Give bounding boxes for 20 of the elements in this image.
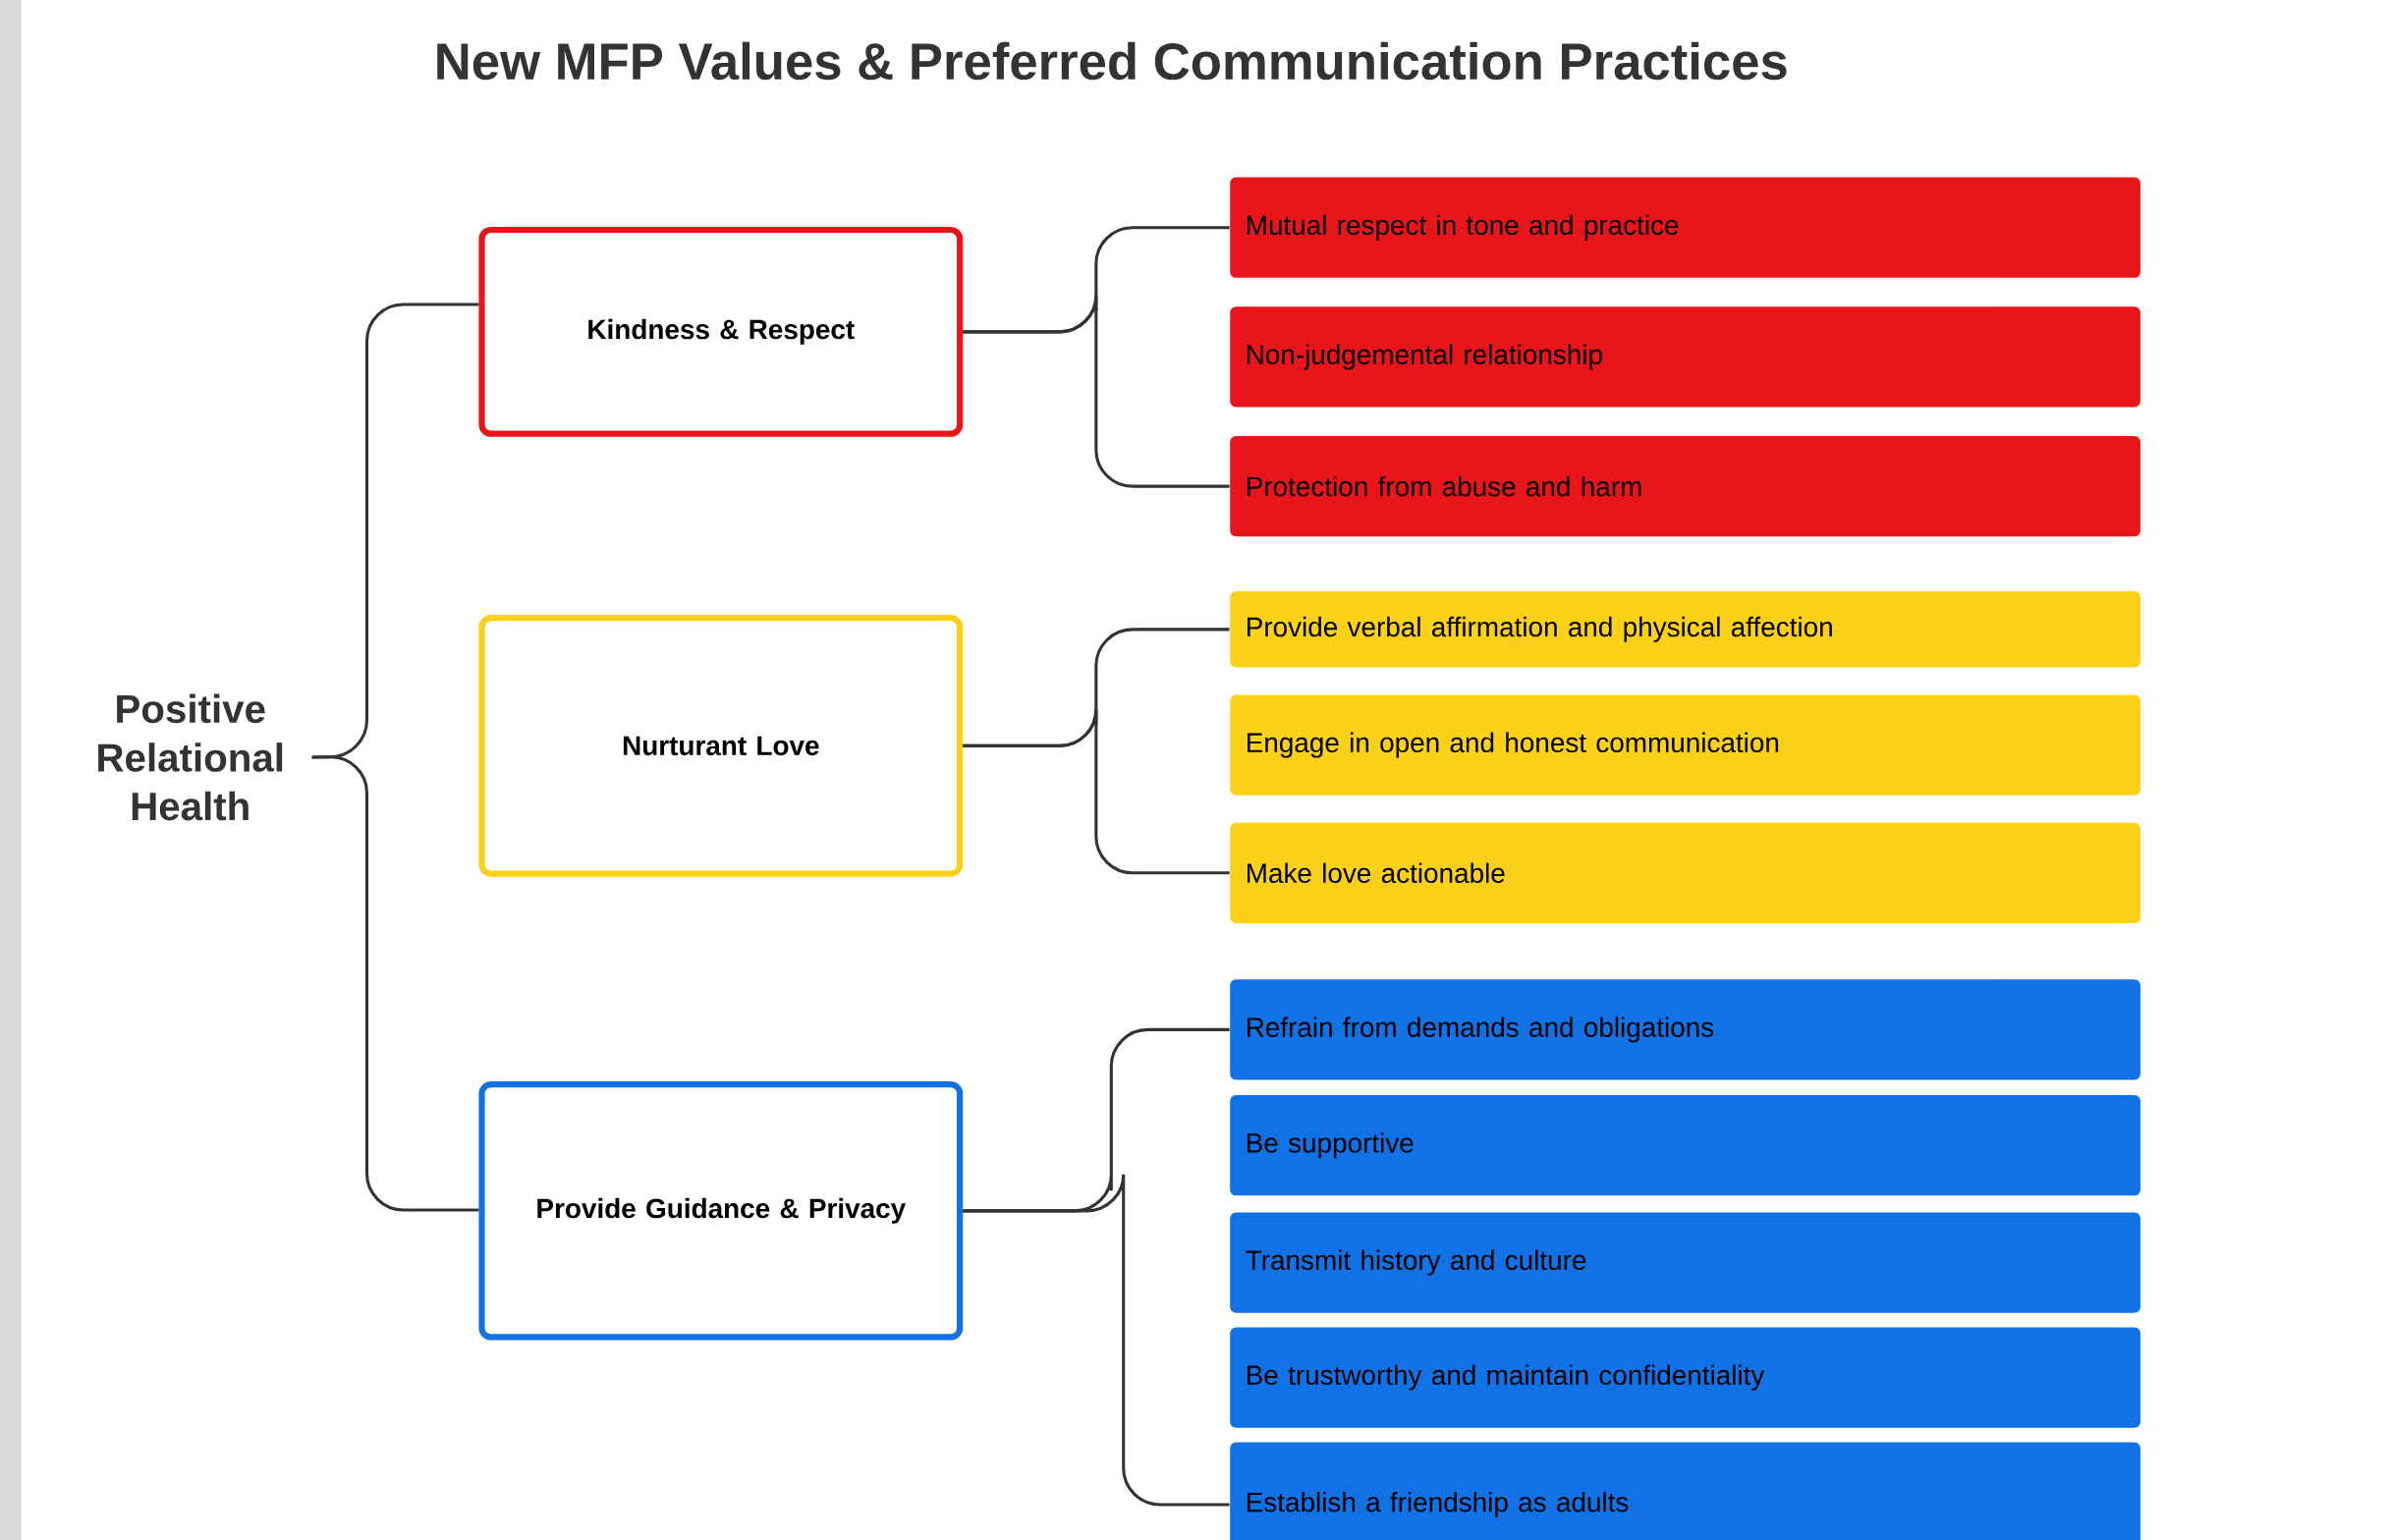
value-box: Nurturant Love: [478, 614, 964, 877]
practice-box: Engage in open and honest communication: [1230, 694, 2140, 796]
practice-box: Mutual respect in tone and practice: [1230, 177, 2140, 278]
connector: [311, 755, 479, 1212]
root-label: Positive Relational Health: [98, 693, 283, 821]
practice-box: Establish a friendship as adults: [1230, 1442, 2140, 1540]
value-box: Provide Guidance & Privacy: [478, 1080, 964, 1341]
practice-box: Refrain from demands and obligations: [1230, 979, 2140, 1080]
practice-box: Transmit history and culture: [1230, 1212, 2140, 1313]
connector: [963, 707, 1230, 875]
practice-box: Non-judgemental relationship: [1230, 306, 2140, 408]
practice-box: Be supportive: [1230, 1094, 2140, 1196]
connector: [963, 293, 1230, 488]
practice-box: Be trustworthy and maintain confidentiality: [1230, 1327, 2140, 1428]
value-box: Kindness & Respect: [478, 226, 964, 437]
connector: [963, 1172, 1230, 1507]
practice-box: Provide verbal affirmation and physical affection: [1230, 590, 2140, 668]
title: New MFP Values & Preferred Communication Practices: [437, 41, 1787, 81]
practice-box: Make love actionable: [1230, 822, 2140, 923]
practice-box: Protection from abuse and harm: [1230, 435, 2140, 537]
